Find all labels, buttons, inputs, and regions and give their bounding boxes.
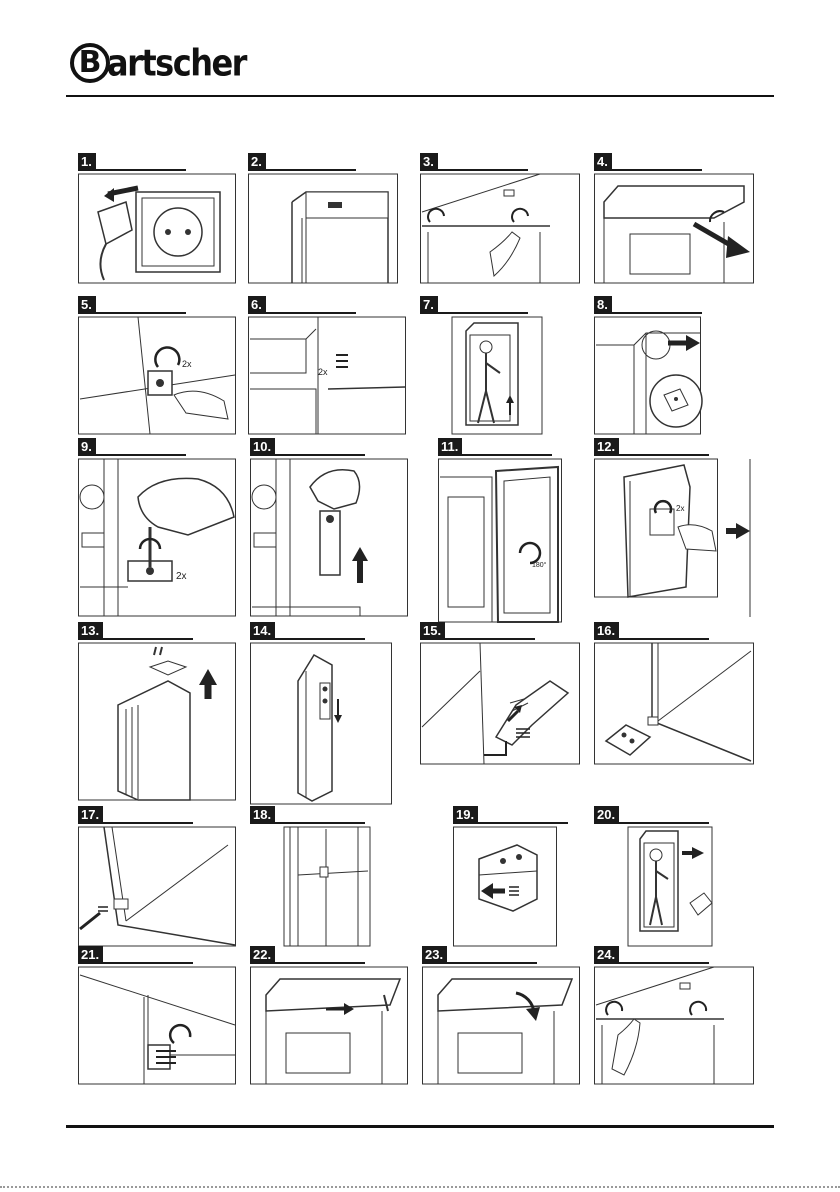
step-number: 22. [250,946,275,963]
unplug-icon [78,172,236,284]
step-number: 13. [78,622,103,639]
step-number: 8. [594,296,612,313]
annotation-2x: 2x [318,367,328,377]
step-number: 12. [594,438,619,455]
slide-cover-icon [250,965,410,1085]
mount-hinge-icon [420,641,580,765]
annotation-180-degrees: 180° [532,561,547,569]
remove-top-cover-icon [594,172,754,284]
remove-door-bracket-icon: 2x [594,457,754,617]
step-number: 18. [250,806,275,823]
hinge-screws-icon: 2x [248,315,406,435]
unscrew-hinge-icon: 2x [78,315,236,435]
step-number: 16. [594,622,619,639]
annotation-2x: 2x [676,504,684,513]
step-number: 3. [420,153,438,170]
step-number: 15. [420,622,445,639]
insert-pin-icon [250,641,394,805]
cabinet-top-icon [248,172,398,284]
refit-door-icon [594,825,754,947]
step-number: 9. [78,438,96,455]
hinge-bracket-icon [594,641,754,765]
step-number: 5. [78,296,96,313]
step-number: 21. [78,946,103,963]
step-number: 1. [78,153,96,170]
move-part-icon [594,315,754,435]
header-rule [66,95,774,97]
step-number: 10. [250,438,275,455]
page-edge-dots [0,1186,840,1190]
footer-rule [66,1125,774,1128]
step-number: 17. [78,806,103,823]
step-number: 6. [248,296,266,313]
bartscher-logo: B artscher [70,36,246,90]
fasten-cover-icon [594,965,754,1085]
step-number: 11. [438,438,462,455]
lift-door-icon [420,315,580,435]
annotation-2x: 2x [176,571,187,582]
lift-top-part-icon [78,641,236,801]
hinge-plate-icon [453,825,557,947]
tighten-hinge-icon [78,965,236,1085]
step-number: 7. [420,296,438,313]
step-number: 20. [594,806,619,823]
annotation-2x: 2x [182,359,192,369]
step-number: 2. [248,153,266,170]
logo-b-mark: B [70,43,110,83]
lift-hinge-pin-icon [250,457,410,617]
unscrew-bottom-hinge-icon: 2x [78,457,236,617]
step-number: 24. [594,946,619,963]
unscrew-hinge-cover-icon [420,172,580,284]
step-number: 23. [422,946,447,963]
step-number: 14. [250,622,275,639]
rotate-door-icon: 180° [438,457,562,623]
close-cover-icon [422,965,582,1085]
step-number: 19. [453,806,478,823]
screw-bracket-icon [78,825,236,947]
fit-door-icon [250,825,374,947]
logo-text: artscher [107,41,246,85]
step-number: 4. [594,153,612,170]
